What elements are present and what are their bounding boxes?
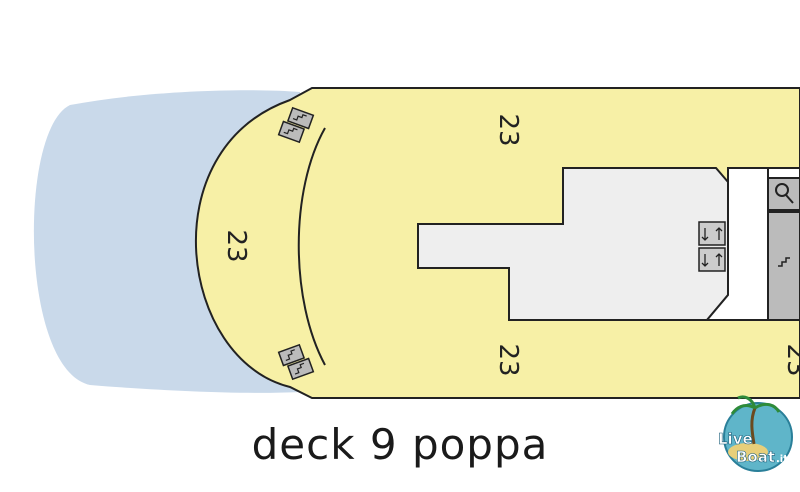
deck-number-stern: 23 [221, 229, 251, 262]
stairs-icon [778, 257, 790, 267]
lift-icon [698, 221, 726, 272]
logo-text-tld: .it [776, 454, 788, 465]
liveboat-logo: Live Boat .it [718, 395, 793, 472]
deck-caption: deck 9 poppa [251, 420, 549, 469]
stern-inner-line [297, 127, 326, 366]
right-grey-block [767, 211, 800, 321]
deck-number-bottom: 23 [493, 343, 523, 376]
elevator-box [767, 177, 800, 211]
deck-number-top: 23 [493, 113, 523, 146]
logo-text-boat: Boat [736, 448, 775, 466]
logo-text-live: Live [718, 430, 753, 448]
interior-block [417, 167, 729, 321]
stairs-icon [277, 106, 315, 144]
search-icon [775, 183, 794, 204]
stairs-icon [277, 343, 315, 381]
deck-number-right: 23 [781, 343, 800, 376]
